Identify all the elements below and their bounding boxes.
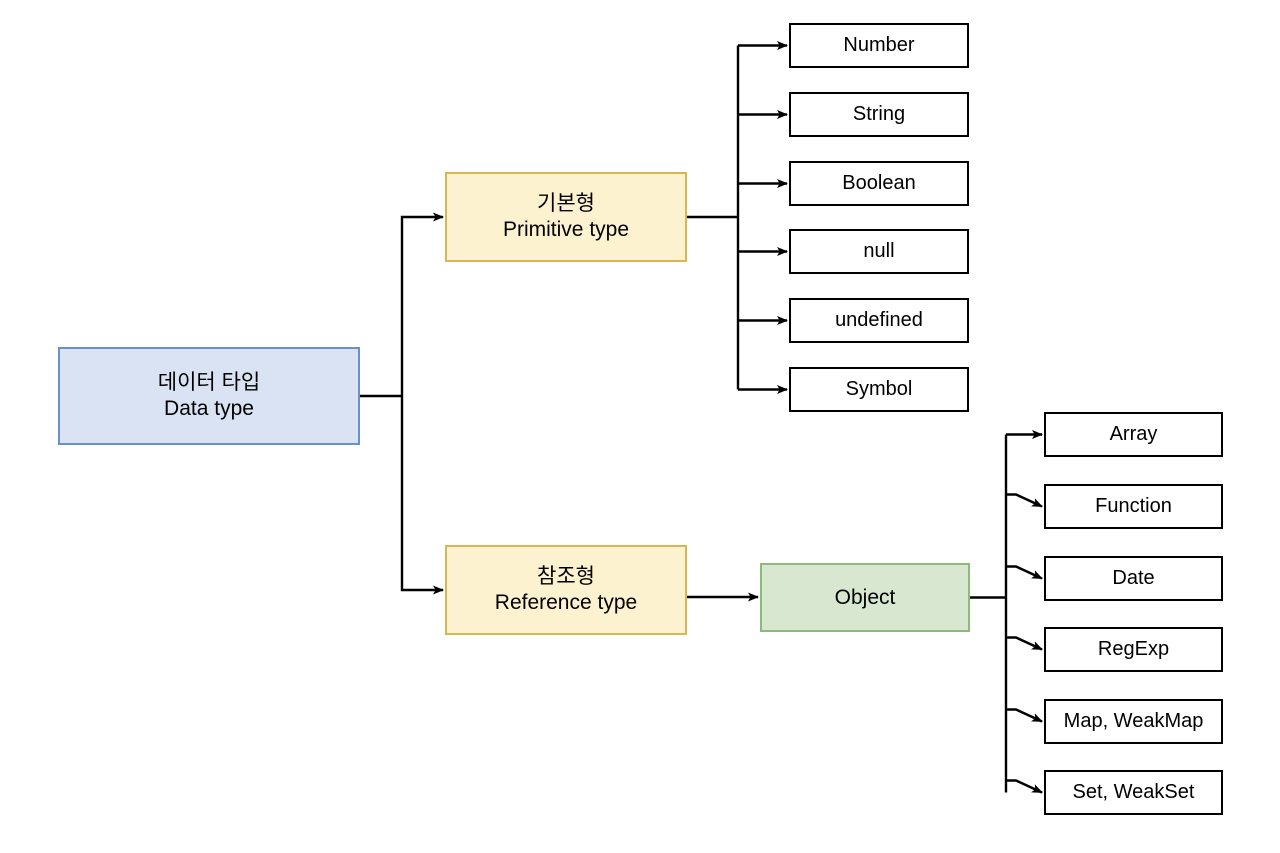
node-boolean[interactable]: Boolean [789,161,969,206]
node-data-type-label-en: Data type [164,397,254,420]
node-array-label: Array [1109,423,1158,446]
node-symbol-label: Symbol [845,378,913,401]
node-regexp-label: RegExp [1097,638,1170,661]
node-primitive-type-label-en: Primitive type [502,218,630,241]
node-date[interactable]: Date [1044,556,1223,601]
edge-group-root [360,212,759,602]
node-string-label: String [852,103,906,126]
node-object[interactable]: Object [760,563,970,632]
node-map-weakmap-label: Map, WeakMap [1063,710,1204,733]
edge-object-to-function [1006,493,1043,508]
node-symbol[interactable]: Symbol [789,367,969,412]
node-primitive-type[interactable]: 기본형 Primitive type [445,172,687,262]
edge-root-to-primitive [400,212,444,396]
node-reference-type-label-en: Reference type [494,591,638,614]
node-boolean-label: Boolean [842,172,916,195]
node-number-label: Number [843,34,915,57]
node-string[interactable]: String [789,92,969,137]
node-function-label: Function [1095,495,1172,518]
node-array[interactable]: Array [1044,412,1223,457]
node-number[interactable]: Number [789,23,969,68]
node-reference-type[interactable]: 참조형 Reference type [445,545,687,635]
edge-group-primitive [687,41,788,394]
node-set-weakset-label: Set, WeakSet [1072,781,1195,804]
node-data-type[interactable]: 데이터 타입 Data type [58,347,360,445]
node-set-weakset[interactable]: Set, WeakSet [1044,770,1223,815]
edge-group-object [970,430,1043,794]
edge-object-to-set-weakset [1006,779,1043,794]
edge-root-to-reference [400,396,444,595]
node-undefined-label: undefined [835,309,923,332]
node-null[interactable]: null [789,229,969,274]
node-map-weakmap[interactable]: Map, WeakMap [1044,699,1223,744]
node-undefined[interactable]: undefined [789,298,969,343]
node-null-label: null [863,240,895,263]
node-reference-type-label-ko: 참조형 [537,565,595,589]
node-object-label: Object [834,585,896,609]
node-date-label: Date [1112,567,1155,590]
node-function[interactable]: Function [1044,484,1223,529]
edge-object-to-regexp [1006,636,1043,651]
node-regexp[interactable]: RegExp [1044,627,1223,672]
node-primitive-type-label-ko: 기본형 [537,192,595,216]
edge-object-to-map-weakmap [1006,708,1043,723]
edge-object-to-date [1006,565,1043,580]
node-data-type-label-ko: 데이터 타입 [157,371,261,395]
